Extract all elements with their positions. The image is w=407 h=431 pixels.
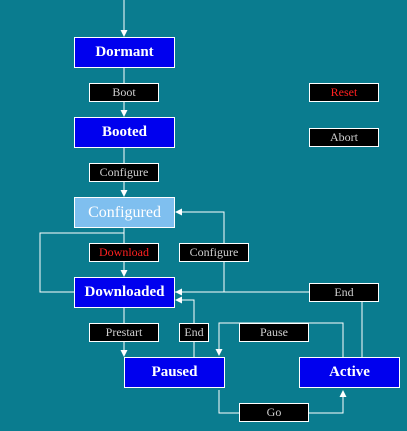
download-button[interactable]: Download xyxy=(89,243,159,262)
reconfigure-button[interactable]: Configure xyxy=(179,243,249,262)
abort-button[interactable]: Abort xyxy=(309,128,379,147)
configure-button[interactable]: Configure xyxy=(89,163,159,182)
reset-button[interactable]: Reset xyxy=(309,83,379,102)
boot-button[interactable]: Boot xyxy=(89,83,159,102)
state-configured: Configured xyxy=(74,197,175,228)
end-paused-button[interactable]: End xyxy=(179,323,209,342)
go-button[interactable]: Go xyxy=(239,403,309,422)
state-downloaded: Downloaded xyxy=(74,277,175,308)
pause-button[interactable]: Pause xyxy=(239,323,309,342)
prestart-button[interactable]: Prestart xyxy=(89,323,159,342)
state-dormant: Dormant xyxy=(74,37,175,68)
end-active-button[interactable]: End xyxy=(309,283,379,302)
state-active: Active xyxy=(299,357,400,388)
wire-left-loop xyxy=(39,232,124,293)
state-booted: Booted xyxy=(74,117,175,148)
state-paused: Paused xyxy=(124,357,225,388)
